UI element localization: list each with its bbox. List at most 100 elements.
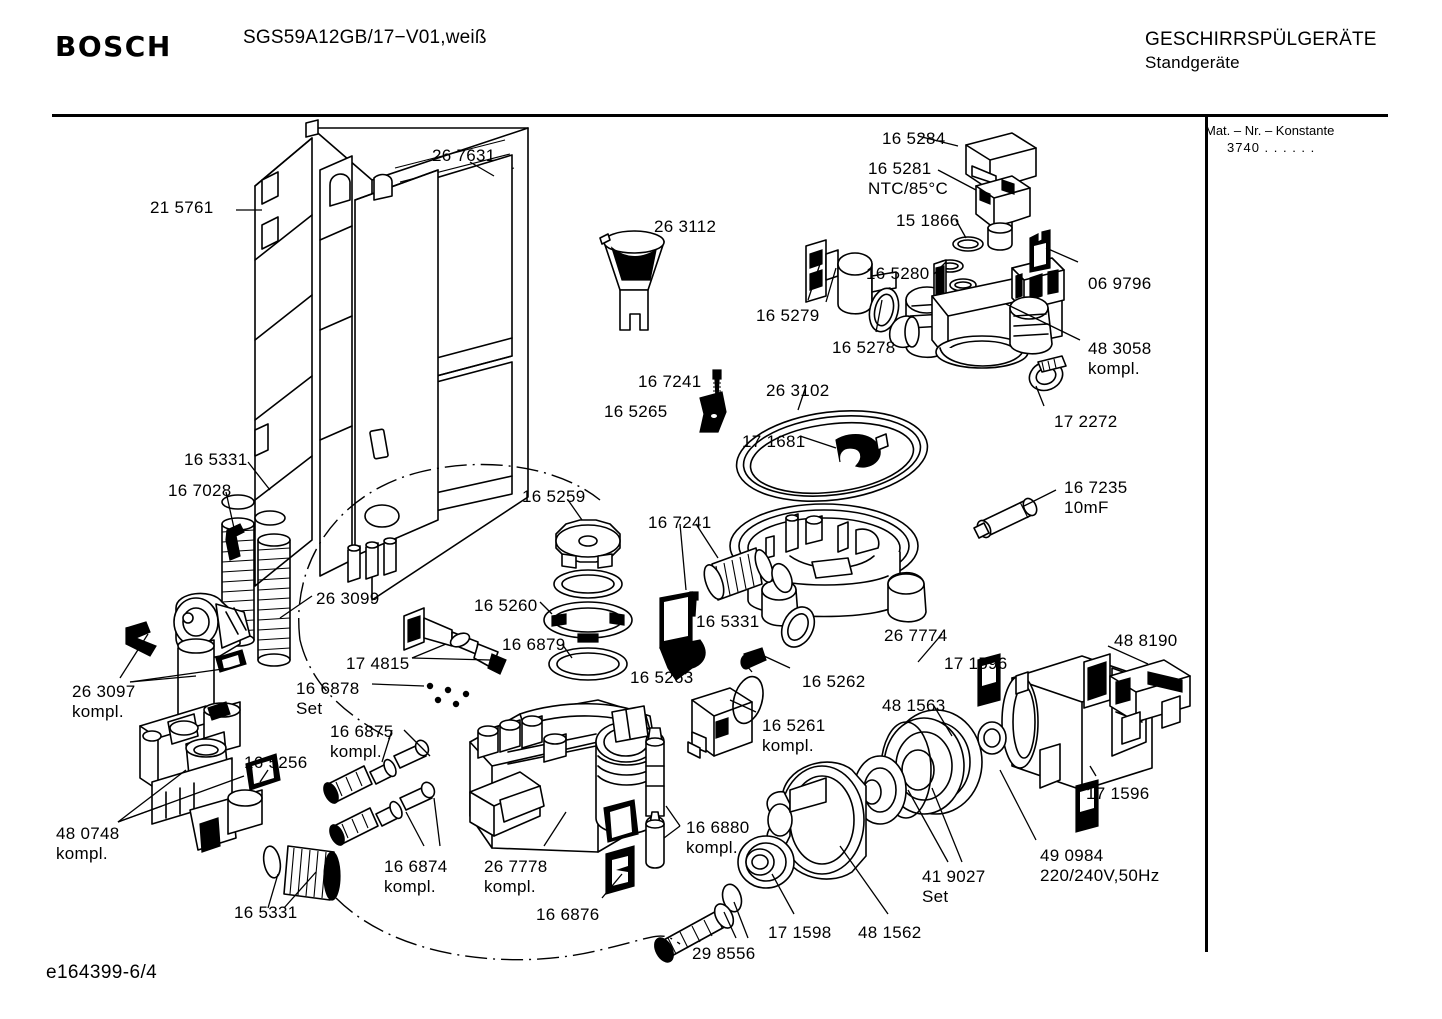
frame-vertical-divider (1205, 114, 1208, 952)
part-label-167241a: 16 7241 (638, 372, 702, 392)
part-number: 26 3112 (654, 217, 717, 236)
part-label-267631: 26 7631 (432, 146, 496, 166)
part-number: 26 3097 (72, 682, 136, 701)
part-note: Set (296, 699, 323, 718)
part-note: kompl. (330, 742, 382, 761)
part-number: 41 9027 (922, 867, 986, 886)
part-number: 16 7235 (1064, 478, 1128, 497)
part-number: 17 4815 (346, 654, 410, 673)
part-number: 49 0984 (1040, 846, 1104, 865)
part-label-165278: 16 5278 (832, 338, 896, 358)
part-note: Set (922, 887, 949, 906)
part-label-171596a: 17 1596 (944, 654, 1008, 674)
heater-block-assembly (805, 132, 1067, 392)
part-number: 17 1596 (1086, 784, 1150, 803)
page-header: BOSCH SGS59A12GB/17−V01,weiß GESCHIRRSPÜ… (0, 0, 1442, 115)
part-label-298556: 29 8556 (692, 944, 756, 964)
part-number: 21 5761 (150, 198, 214, 217)
part-label-171598: 17 1598 (768, 923, 832, 943)
leader-lines (117, 135, 1149, 939)
part-label-267774: 26 7774 (884, 626, 948, 646)
pressure-switch-165261 (687, 647, 767, 759)
funnel-263112 (599, 230, 665, 331)
part-label-174815: 17 4815 (346, 654, 410, 674)
part-number: 26 7774 (884, 626, 948, 645)
part-number: 16 7241 (648, 513, 712, 532)
part-number: 17 1598 (768, 923, 832, 942)
part-note: kompl. (484, 877, 536, 896)
part-number: 17 1596 (944, 654, 1008, 673)
part-label-166879: 16 6879 (502, 635, 566, 655)
part-note: NTC/85°C (868, 179, 949, 198)
part-number: 16 5331 (184, 450, 248, 469)
part-note: kompl. (72, 702, 124, 721)
mat-nr-konstante-title: Mat. – Nr. – Konstante (1205, 123, 1335, 138)
part-number: 16 5265 (604, 402, 668, 421)
drawing-number: e164399-6/4 (46, 962, 158, 983)
part-note: kompl. (56, 844, 108, 863)
bosch-logo: BOSCH (55, 30, 172, 63)
part-label-167241b: 16 7241 (648, 513, 712, 533)
part-number: 16 5281 (868, 159, 932, 178)
part-label-215761: 21 5761 (150, 198, 214, 218)
part-number: 15 1866 (896, 211, 960, 230)
part-number: 16 5278 (832, 338, 896, 357)
part-label-165279: 16 5279 (756, 306, 820, 326)
part-number: 26 3099 (316, 589, 380, 608)
part-note: kompl. (686, 838, 738, 857)
part-label-165331a: 16 5331 (184, 450, 248, 470)
water-tank-267778 (469, 699, 657, 895)
model-designation: SGS59A12GB/17−V01,weiß (243, 27, 487, 48)
part-label-167028: 16 7028 (168, 481, 232, 501)
part-number: 48 8190 (1114, 631, 1178, 650)
spray-arm-couplings (323, 607, 507, 846)
part-number: 17 2272 (1054, 412, 1118, 431)
part-number: 26 7631 (432, 146, 496, 165)
part-number: 16 7241 (638, 372, 702, 391)
sump-assembly-267774 (689, 409, 929, 648)
part-number: 16 5256 (244, 753, 308, 772)
part-number: 16 6879 (502, 635, 566, 654)
part-label-165259: 16 5259 (522, 487, 586, 507)
part-note: 220/240V,50Hz (1040, 866, 1160, 885)
part-label-263112: 26 3112 (654, 217, 716, 237)
part-label-165331c: 16 5331 (234, 903, 298, 923)
part-number: 16 7028 (168, 481, 232, 500)
appliance-category: GESCHIRRSPÜLGERÄTE (1145, 29, 1377, 50)
part-label-481562: 48 1562 (858, 923, 922, 943)
part-label-165263: 16 5263 (630, 668, 694, 688)
part-number: 06 9796 (1088, 274, 1152, 293)
part-label-151866: 15 1866 (896, 211, 960, 231)
part-label-171681: 17 1681 (742, 432, 806, 452)
part-number: 26 3102 (766, 381, 830, 400)
part-note: kompl. (1088, 359, 1140, 378)
part-label-263102: 26 3102 (766, 381, 830, 401)
part-number: 16 5284 (882, 129, 946, 148)
part-number: 48 1563 (882, 696, 946, 715)
part-number: 16 5280 (866, 264, 930, 283)
filter-rings-group (543, 519, 633, 681)
frame-top-rule (52, 114, 1388, 117)
part-label-165331b: 16 5331 (696, 612, 760, 632)
part-label-165265: 16 5265 (604, 402, 668, 422)
part-label-165260: 16 5260 (474, 596, 538, 616)
part-number: 48 1562 (858, 923, 922, 942)
part-number: 26 7778 (484, 857, 548, 876)
part-number: 16 5261 (762, 716, 826, 735)
material-number-constant-box: Mat. – Nr. – Konstante 3740 . . . . . . (1205, 122, 1334, 156)
part-label-263099: 26 3099 (316, 589, 380, 609)
part-number: 16 5263 (630, 668, 694, 687)
assembly-boundary-dashdot (298, 463, 681, 961)
part-number: 48 0748 (56, 824, 120, 843)
part-number: 17 1681 (742, 432, 806, 451)
part-label-165256: 16 5256 (244, 753, 308, 773)
